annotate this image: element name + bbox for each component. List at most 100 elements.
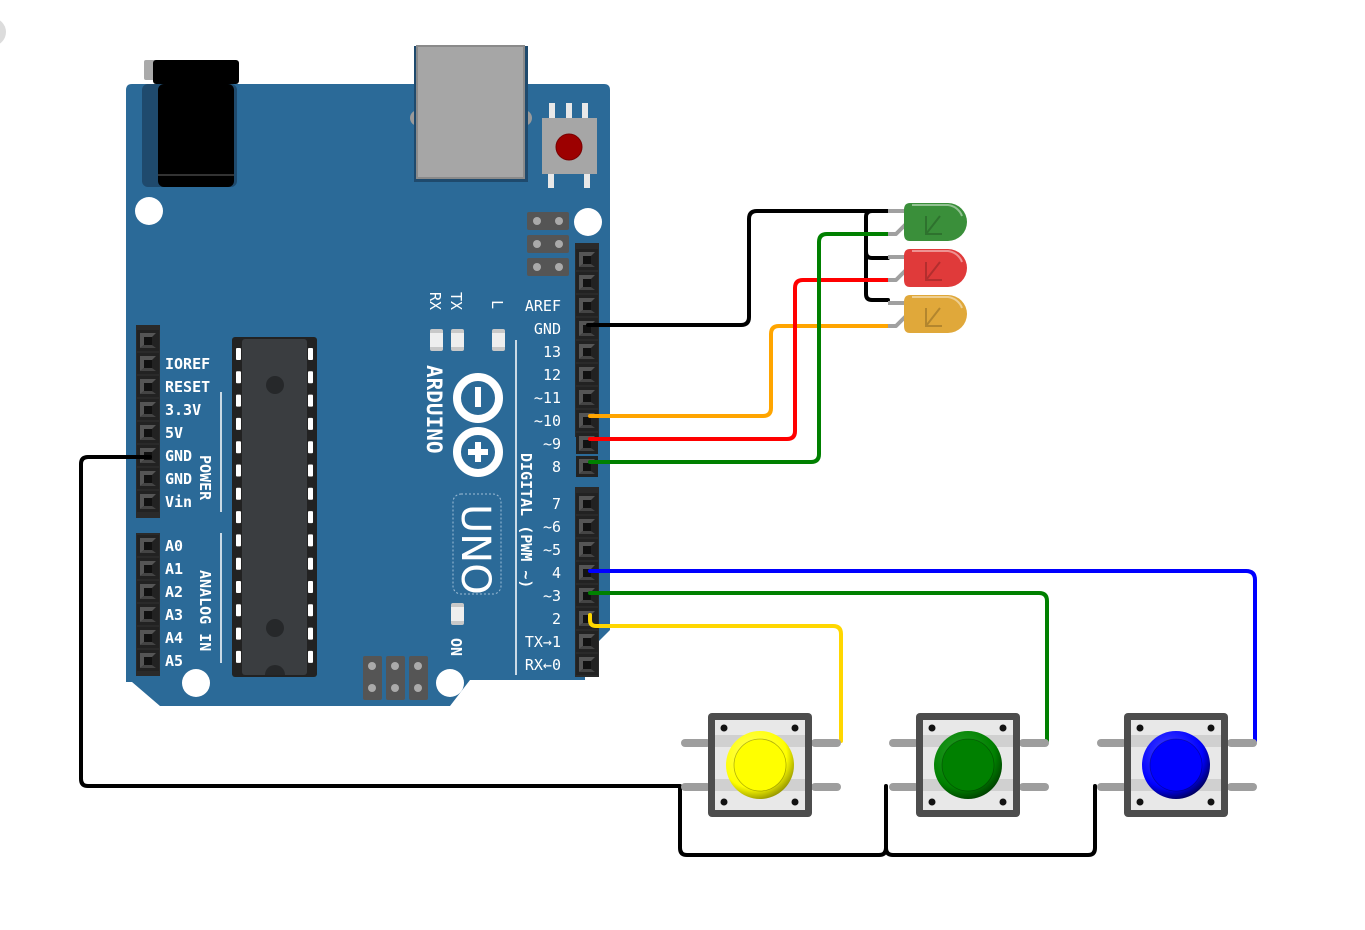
button-ground-wire[interactable] <box>79 455 1097 857</box>
mounting-hole <box>436 669 464 697</box>
atmega-chip <box>232 337 317 677</box>
header-pin[interactable] <box>137 330 159 351</box>
arduino-logo-icon <box>453 373 503 477</box>
pin-label: A4 <box>165 629 183 647</box>
header-pin[interactable] <box>137 353 159 374</box>
header-pin[interactable] <box>137 376 159 397</box>
header-pin[interactable] <box>576 493 598 514</box>
analog-header-label: ANALOG IN <box>196 570 214 651</box>
mounting-hole <box>182 669 210 697</box>
pin-label: A2 <box>165 583 183 601</box>
header-pin[interactable] <box>576 341 598 362</box>
pin-label: 2 <box>552 610 561 628</box>
header-pin[interactable] <box>576 387 598 408</box>
reset-button[interactable] <box>542 103 597 188</box>
header-pin[interactable] <box>576 631 598 652</box>
l-label: L <box>488 300 506 309</box>
pin-label: Vin <box>165 493 192 511</box>
power-jack <box>142 60 239 187</box>
pin-label: 4 <box>552 564 561 582</box>
header-pin[interactable] <box>137 558 159 579</box>
pin-label: 5V <box>165 424 183 442</box>
uno-label: UNO <box>452 504 498 595</box>
mounting-hole <box>574 208 602 236</box>
amber-led[interactable] <box>888 295 967 333</box>
red-led-wire[interactable] <box>588 278 890 441</box>
yellow-button-wire[interactable] <box>588 613 843 743</box>
blue-pushbutton[interactable] <box>1097 713 1257 817</box>
arduino-brand-label: ARDUINO <box>422 365 446 454</box>
pin-label: RX←0 <box>525 656 561 674</box>
power-header-label: POWER <box>196 455 214 501</box>
yellow-pushbutton[interactable] <box>681 713 841 817</box>
pin-label: ~11 <box>534 389 561 407</box>
rx-label: RX <box>426 292 444 310</box>
header-pin[interactable] <box>576 654 598 675</box>
icsp-header-bottom <box>363 656 428 700</box>
pin-label: RESET <box>165 378 210 396</box>
pin-label: A5 <box>165 652 183 670</box>
pin-label: 13 <box>543 343 561 361</box>
header-pin[interactable] <box>576 516 598 537</box>
on-label: ON <box>447 638 465 656</box>
pin-label: ~9 <box>543 435 561 453</box>
onboard-led-on <box>451 603 464 625</box>
arduino-uno-board[interactable]: RX TX L ON ARDUINO UNO DIGITAL (PWM ~) P… <box>126 45 610 706</box>
pin-label: A3 <box>165 606 183 624</box>
header-pin[interactable] <box>137 535 159 556</box>
header-pin[interactable] <box>137 491 159 512</box>
green-pushbutton[interactable] <box>889 713 1049 817</box>
pin-label: ~6 <box>543 518 561 536</box>
header-pin[interactable] <box>576 433 598 454</box>
pin-label: A1 <box>165 560 183 578</box>
pin-label: TX→1 <box>525 633 561 651</box>
pin-label: ~3 <box>543 587 561 605</box>
pin-label: A0 <box>165 537 183 555</box>
pin-label: 8 <box>552 458 561 476</box>
mounting-hole <box>135 197 163 225</box>
onboard-led-tx <box>451 329 464 351</box>
pin-label: GND <box>165 447 192 465</box>
onboard-led-rx <box>430 329 443 351</box>
pin-label: GND <box>534 320 561 338</box>
onboard-led-l <box>492 329 505 351</box>
uno-badge: UNO <box>452 493 502 595</box>
header-pin[interactable] <box>576 539 598 560</box>
led-ground-wire[interactable] <box>586 209 890 327</box>
blue-button-wire[interactable] <box>588 569 1257 743</box>
header-pin[interactable] <box>137 399 159 420</box>
header-pin[interactable] <box>576 249 598 270</box>
header-pin[interactable] <box>576 318 598 339</box>
header-pin[interactable] <box>576 456 598 477</box>
header-pin[interactable] <box>137 627 159 648</box>
header-pin[interactable] <box>137 650 159 671</box>
pin-label: 3.3V <box>165 401 201 419</box>
pin-label: ~10 <box>534 412 561 430</box>
header-pin[interactable] <box>137 604 159 625</box>
header-pin[interactable] <box>576 364 598 385</box>
green-led[interactable] <box>888 203 967 241</box>
green-led-wire[interactable] <box>588 232 890 464</box>
header-pin[interactable] <box>137 422 159 443</box>
pin-label: 7 <box>552 495 561 513</box>
header-pin[interactable] <box>137 468 159 489</box>
icsp-header-top <box>527 212 569 276</box>
header-pin[interactable] <box>137 581 159 602</box>
red-led[interactable] <box>888 249 967 287</box>
header-pin[interactable] <box>576 272 598 293</box>
led-ground-bus[interactable] <box>864 209 890 302</box>
pin-label: 12 <box>543 366 561 384</box>
usb-connector <box>410 45 532 182</box>
green-button-wire[interactable] <box>588 591 1049 743</box>
pin-label: ~5 <box>543 541 561 559</box>
header-pin[interactable] <box>576 295 598 316</box>
header-pin[interactable] <box>576 410 598 431</box>
pin-label: IOREF <box>165 355 210 373</box>
amber-led-wire[interactable] <box>588 324 890 418</box>
canvas-handle <box>0 20 6 44</box>
pin-label: GND <box>165 470 192 488</box>
header-pin[interactable] <box>576 585 598 606</box>
wires <box>79 209 1257 857</box>
pin-label: AREF <box>525 297 561 315</box>
